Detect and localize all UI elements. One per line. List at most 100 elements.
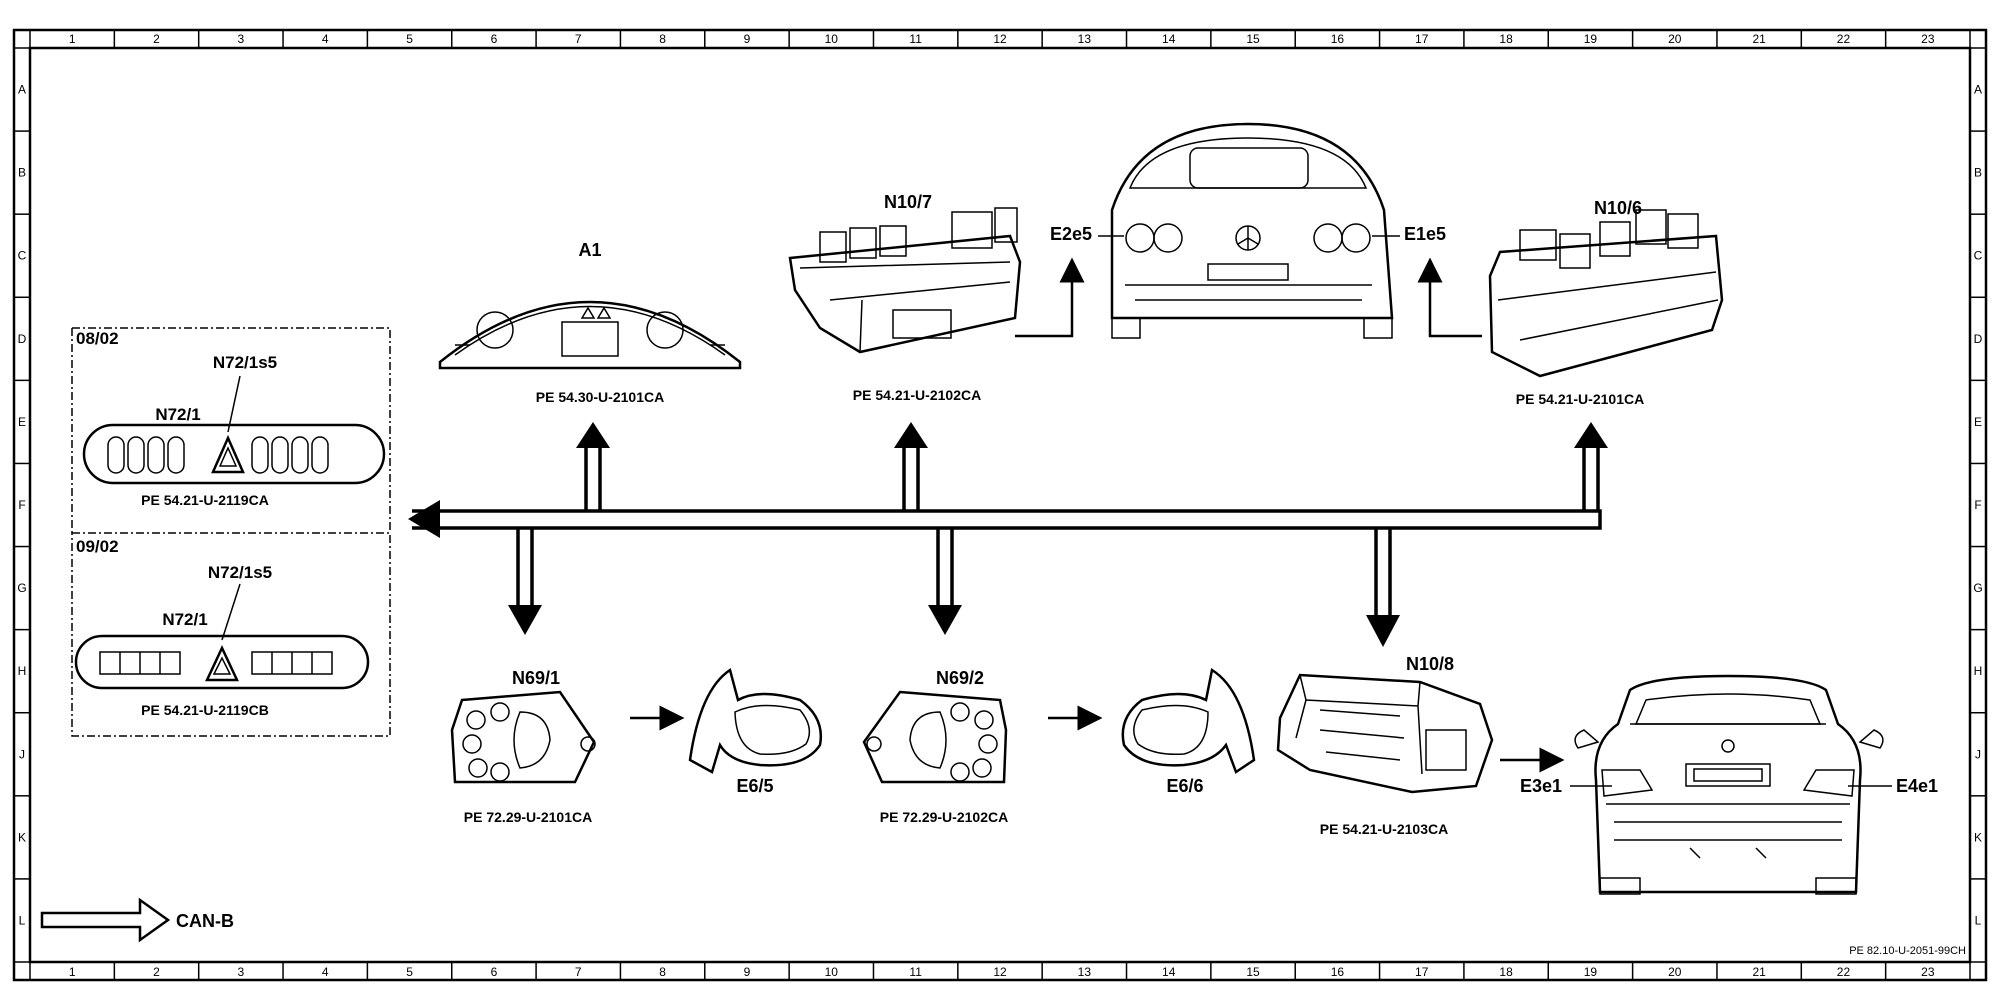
grid-column-label: 19 — [1584, 965, 1598, 979]
grid-column-label: 4 — [322, 32, 329, 46]
mirror-e6-6: E6/6 — [1121, 667, 1256, 796]
legend-label: CAN-B — [176, 911, 234, 931]
grid-column-label: 20 — [1668, 965, 1682, 979]
grid-row-label: E — [18, 415, 26, 429]
grid-column-label: 5 — [406, 32, 413, 46]
grid-column-label: 10 — [825, 965, 839, 979]
grid-row-label: A — [1974, 83, 1982, 97]
grid-column-label: 1 — [69, 32, 76, 46]
grid-column-label: 13 — [1078, 965, 1092, 979]
grid-column-label: 21 — [1752, 965, 1766, 979]
grid-column-label: 2 — [153, 32, 160, 46]
e1e5-label: E1e5 — [1404, 224, 1446, 244]
e6-5-label: E6/5 — [736, 776, 773, 796]
grid-row-label: C — [1974, 249, 1983, 263]
grid-row-label: H — [18, 664, 27, 678]
arrow-up-n10-7 — [894, 422, 928, 448]
n10-7-label: N10/7 — [884, 192, 932, 212]
sam-module-n10-6: N10/6 PE 54.21-U-2101CA — [1417, 198, 1724, 407]
n10-6-ref: PE 54.21-U-2101CA — [1516, 391, 1644, 407]
grid-column-label: 11 — [909, 32, 922, 46]
grid-column-label: 22 — [1837, 965, 1851, 979]
grid-column-label: 3 — [238, 32, 245, 46]
arrow-down-n69-2 — [928, 605, 962, 635]
grid-column-label: 17 — [1415, 965, 1429, 979]
a1-label: A1 — [578, 240, 601, 260]
panel-bottom-module: N72/1 — [162, 610, 207, 629]
panel-top-date: 08/02 — [76, 329, 119, 348]
grid-row-label: K — [18, 830, 26, 844]
grid-column-label: 23 — [1921, 32, 1935, 46]
mirror-e6-5: E6/5 — [688, 667, 823, 796]
grid-column-label: 22 — [1837, 32, 1851, 46]
grid-row-label: G — [1973, 581, 1982, 595]
grid-column-label: 10 — [825, 32, 839, 46]
panel-top-08-02: 08/02 N72/1 N72/1s5 PE 54.21-U-2119CA — [71, 327, 391, 533]
grid-column-label: 12 — [993, 965, 1007, 979]
panel-top-module: N72/1 — [155, 405, 200, 424]
document-id: PE 82.10-U-2051-99CH — [1849, 945, 1966, 957]
arrow-up-n10-6 — [1574, 422, 1608, 448]
front-car: E2e5 E1e5 — [1050, 122, 1446, 339]
grid-column-label: 14 — [1162, 965, 1176, 979]
grid-row-label: G — [17, 581, 26, 595]
grid-column-label: 19 — [1584, 32, 1598, 46]
panel-bottom-09-02: 09/02 N72/1s5 N72/1 PE 54.21-U-2119CB — [71, 532, 391, 737]
n10-7-ref: PE 54.21-U-2102CA — [853, 387, 981, 403]
arrow-down-n69-1 — [508, 605, 542, 635]
grid-row-label: D — [18, 332, 27, 346]
door-control-n69-1: N69/1 PE 72.29-U-2101CA — [450, 668, 685, 825]
e3e1-label: E3e1 — [1520, 776, 1562, 796]
e6-6-label: E6/6 — [1166, 776, 1203, 796]
bus-arrow-left — [408, 500, 440, 538]
grid-column-label: 1 — [69, 965, 76, 979]
grid-column-label: 9 — [744, 32, 751, 46]
arrow-up-a1 — [576, 422, 610, 448]
grid-row-label: B — [18, 166, 26, 180]
grid-row-label: F — [18, 498, 25, 512]
grid-column-label: 21 — [1752, 32, 1766, 46]
grid-ticks — [14, 30, 1986, 980]
grid-row-label: E — [1974, 415, 1982, 429]
grid-column-label: 15 — [1246, 965, 1260, 979]
panel-top-switch: N72/1s5 — [213, 353, 277, 372]
grid-column-label: 3 — [238, 965, 245, 979]
grid-column-label: 7 — [575, 965, 582, 979]
grid-column-label: 18 — [1499, 965, 1513, 979]
grid-row-label: J — [1975, 747, 1981, 761]
grid-column-label: 4 — [322, 965, 329, 979]
grid-row-label: D — [1974, 332, 1983, 346]
instrument-cluster: A1 PE 54.30-U-2101CA — [438, 240, 742, 405]
grid-column-label: 5 — [406, 965, 413, 979]
grid-column-label: 2 — [153, 965, 160, 979]
grid-column-label: 14 — [1162, 32, 1176, 46]
grid-row-label: H — [1974, 664, 1983, 678]
grid-column-label: 18 — [1499, 32, 1513, 46]
sam-module-n10-8: N10/8 PE 54.21-U-2103CA — [1276, 654, 1565, 837]
e4e1-label: E4e1 — [1896, 776, 1938, 796]
grid-column-label: 13 — [1078, 32, 1092, 46]
grid-column-label: 6 — [491, 32, 498, 46]
n10-8-ref: PE 54.21-U-2103CA — [1320, 821, 1448, 837]
grid-column-label: 17 — [1415, 32, 1429, 46]
n10-8-label: N10/8 — [1406, 654, 1454, 674]
panel-top-ref: PE 54.21-U-2119CA — [141, 492, 269, 508]
legend-can-b: CAN-B — [40, 897, 234, 943]
a1-ref: PE 54.30-U-2101CA — [536, 389, 664, 405]
n69-2-ref: PE 72.29-U-2102CA — [880, 809, 1008, 825]
grid-row-label: L — [19, 913, 26, 927]
door-control-n69-2: N69/2 PE 72.29-U-2102CA — [862, 668, 1103, 825]
arrow-down-n10-8 — [1366, 615, 1400, 647]
rear-car: E3e1 E4e1 — [1520, 674, 1938, 895]
panel-bottom-date: 09/02 — [76, 537, 119, 556]
grid-column-label: 8 — [659, 965, 666, 979]
grid-row-label: B — [1974, 166, 1982, 180]
grid-row-label: J — [19, 747, 25, 761]
grid-column-label: 15 — [1246, 32, 1260, 46]
grid-column-label: 16 — [1331, 965, 1345, 979]
grid-column-label: 9 — [744, 965, 751, 979]
n69-2-label: N69/2 — [936, 668, 984, 688]
grid-column-label: 16 — [1331, 32, 1345, 46]
n69-1-ref: PE 72.29-U-2101CA — [464, 809, 592, 825]
